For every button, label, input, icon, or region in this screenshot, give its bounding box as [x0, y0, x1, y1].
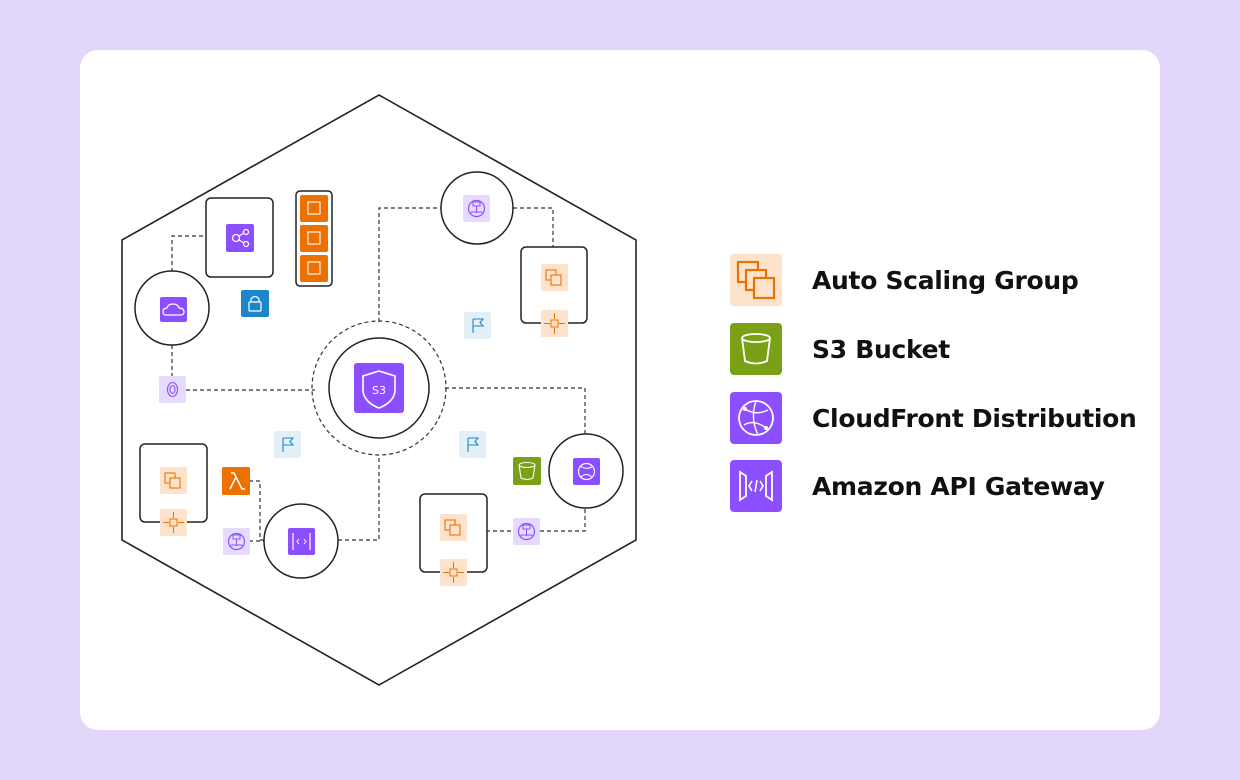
- legend-label: CloudFront Distribution: [812, 403, 1137, 433]
- api-gateway-icon: [730, 460, 782, 512]
- load-balancer-icon[interactable]: [463, 195, 490, 222]
- api-gateway-icon[interactable]: [288, 528, 315, 555]
- legend-label: S3 Bucket: [812, 334, 950, 364]
- load-balancer-icon[interactable]: [513, 518, 540, 545]
- cloudfront-icon: [730, 392, 782, 444]
- legend-item-s3-bucket: S3 Bucket: [730, 323, 950, 375]
- lambda-icon[interactable]: [222, 467, 250, 495]
- auto-scaling-icon[interactable]: [160, 467, 187, 494]
- scale-arrows-icon[interactable]: [440, 559, 467, 586]
- legend-label: Amazon API Gateway: [812, 471, 1105, 501]
- auto-scaling-group-icon: [730, 254, 782, 306]
- legend-item-cloudfront: CloudFront Distribution: [730, 392, 1137, 444]
- auto-scaling-icon[interactable]: [541, 264, 568, 291]
- connector-lines: [171, 207, 586, 542]
- cloud-icon[interactable]: [160, 297, 187, 322]
- flag-icon[interactable]: [274, 431, 301, 458]
- s3-bucket-icon: [730, 323, 782, 375]
- auto-scaling-icon[interactable]: [440, 514, 467, 541]
- legend-item-api-gateway: Amazon API Gateway: [730, 460, 1105, 512]
- legend-label: Auto Scaling Group: [812, 265, 1079, 295]
- flag-icon[interactable]: [464, 312, 491, 339]
- scale-arrows-icon[interactable]: [160, 509, 187, 536]
- globe-icon[interactable]: [573, 458, 600, 485]
- s3-shield-label: S3: [372, 384, 386, 397]
- hexagon-boundary: [121, 94, 637, 686]
- flag-icon[interactable]: [459, 431, 486, 458]
- s3-shield-icon[interactable]: S3: [354, 363, 404, 413]
- load-balancer-icon[interactable]: [223, 528, 250, 555]
- event-hub-icon[interactable]: [226, 224, 254, 252]
- fingerprint-icon[interactable]: [159, 376, 186, 403]
- legend-item-auto-scaling-group: Auto Scaling Group: [730, 254, 1079, 306]
- scale-arrows-icon[interactable]: [541, 310, 568, 337]
- ec2-chip-icon[interactable]: [300, 195, 328, 282]
- s3-bucket-icon[interactable]: [513, 457, 541, 485]
- lock-icon[interactable]: [241, 290, 269, 317]
